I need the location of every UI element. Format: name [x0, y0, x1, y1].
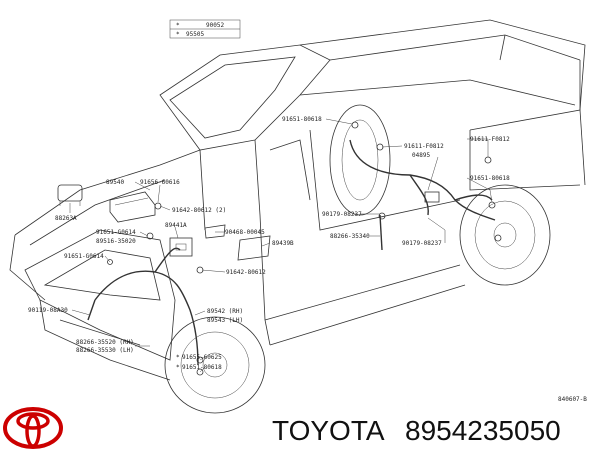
label-90179-08237-a: 90179-08237: [322, 211, 362, 218]
truck-outline: [9, 19, 586, 381]
label-90179-08237-b: 90179-08237: [402, 240, 442, 247]
label-89542: 89542 (RH): [207, 308, 243, 315]
diagram-code: 840607-B: [558, 396, 587, 403]
label-04895: 04895: [412, 152, 430, 159]
reference-star-1: *: [176, 22, 180, 29]
part-labels: 91651-80618 91611-F0812 91611-F0812 0489…: [28, 116, 587, 403]
label-88266-35340: 88266-35340: [330, 233, 370, 240]
label-91611-f0812-b: 91611-F0812: [470, 136, 510, 143]
front-wheel: [164, 316, 266, 414]
reference-star-2: *: [176, 31, 180, 38]
label-89439b: 89439B: [272, 240, 294, 247]
rear-wheel: [459, 184, 551, 286]
reference-box: * * 90052 95505: [169, 19, 241, 39]
toyota-emblem-icon: [3, 407, 63, 449]
label-89516-35020: 89516-35020: [96, 238, 136, 245]
leader-lines: [69, 118, 493, 373]
label-91611-f0812-a: 91611-F0812: [404, 143, 444, 150]
label-90468-00045: 90468-00045: [225, 229, 265, 236]
bracket-90468: [204, 224, 226, 239]
reference-code-2: 95505: [186, 31, 204, 38]
label-91651-80618-b: 91651-80618: [470, 175, 510, 182]
reference-code-1: 90052: [206, 22, 224, 29]
label-91651-80618-a: 91651-80618: [282, 116, 322, 123]
label-91656-60616: 91656-60616: [140, 179, 180, 186]
sensor-wiring: [87, 139, 496, 366]
bolts: [107, 121, 502, 376]
label-89540: 89540: [106, 179, 124, 186]
label-88266-35530: 88266-35530 (LH): [76, 347, 134, 354]
rear-sensor-04895: [424, 191, 440, 203]
rear-brake-drum: [329, 104, 391, 216]
label-89441a: 89441A: [165, 222, 187, 229]
label-91651-g0614-b: 91651-G0614: [64, 253, 104, 260]
label-89543: 89543 (LH): [207, 317, 243, 324]
label-90119-08a30: 90119-08A30: [28, 307, 68, 314]
label-88266-35520: 88266-35520 (RH): [76, 339, 134, 346]
label-star-2: *: [176, 364, 180, 371]
label-91651-g0614-a: 91651-G0614: [96, 229, 136, 236]
label-91642-80612-2: 91642-80612 (2): [172, 207, 226, 214]
bracket-89439b: [237, 235, 271, 261]
label-91642-80612: 91642-80612: [226, 269, 266, 276]
label-88263a: 88263A: [55, 215, 77, 222]
sensor-88263a: [57, 184, 83, 206]
label-star-1: *: [176, 354, 180, 361]
brand-name: TOYOTA: [272, 415, 385, 446]
abs-ecu: [109, 191, 156, 223]
label-91655-60625: 91655-60625: [182, 354, 222, 361]
part-number: 8954235050: [405, 415, 561, 446]
actuator-89441a: [169, 237, 193, 257]
label-91651-80618-c: 91651-80618: [182, 364, 222, 371]
